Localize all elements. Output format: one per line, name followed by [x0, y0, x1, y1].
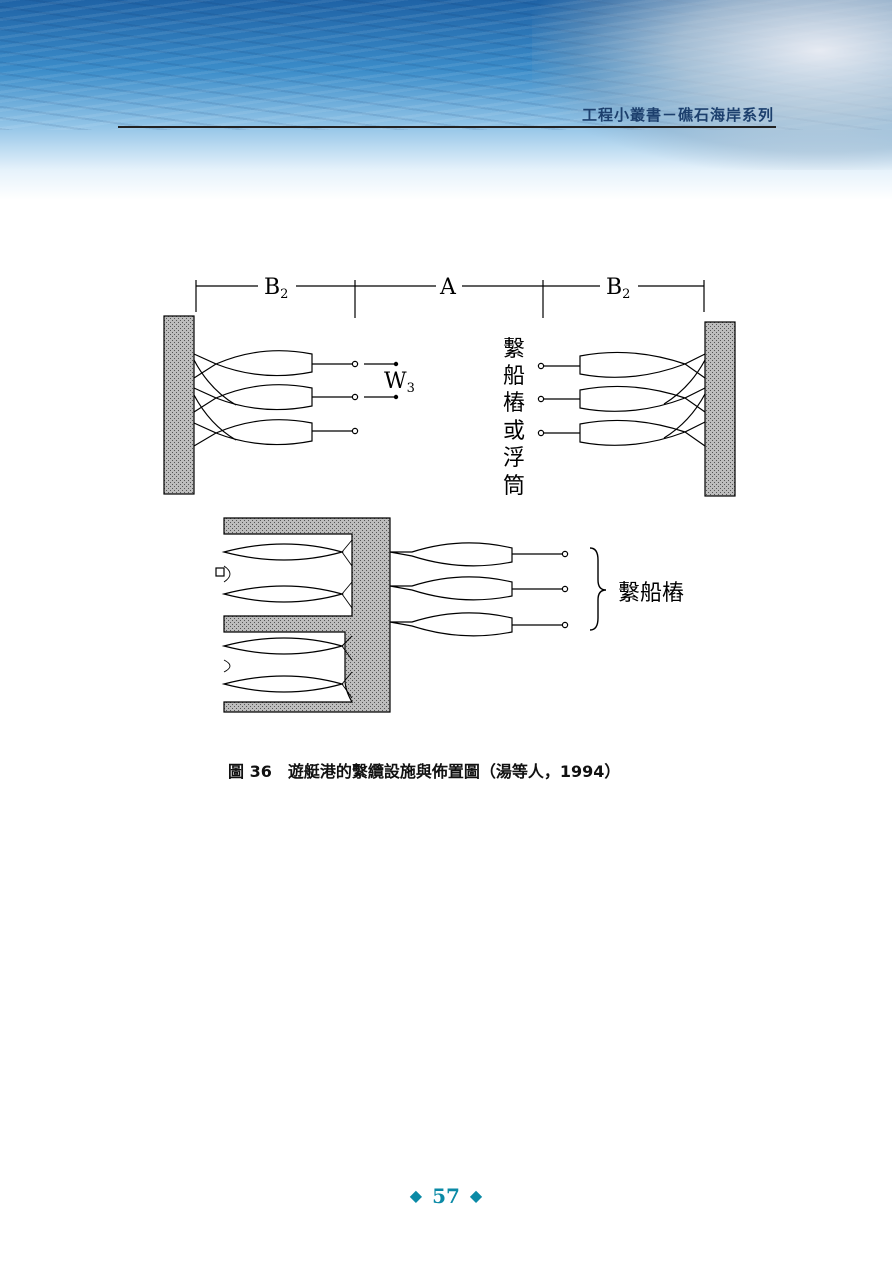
dimension-label-left: B2: [264, 275, 288, 302]
coast-rocks-image: [532, 0, 892, 170]
cleat-marker: [215, 567, 225, 577]
slip-lines: [223, 539, 353, 699]
page-number-text: 57: [432, 1184, 460, 1208]
w3-label-sub: 3: [407, 381, 415, 396]
w3-label: W3: [384, 369, 415, 396]
right-quay-wall: [704, 321, 736, 497]
left-quay-wall: [163, 315, 195, 495]
vertical-char: 繫: [503, 337, 525, 362]
diamond-icon: ◆: [469, 1186, 483, 1205]
figure-caption: 圖 36 遊艇港的繫纜設施與佈置圖（湯等人，1994）: [228, 762, 621, 781]
left-boats: [193, 350, 399, 447]
vertical-char: 樁: [503, 391, 525, 416]
vertical-char: 船: [503, 364, 525, 389]
diamond-icon: ◆: [409, 1186, 423, 1205]
vertical-char: 筒: [503, 474, 525, 499]
outer-piles: [561, 550, 569, 629]
vertical-char: 或: [503, 419, 525, 444]
header-rule: [118, 126, 776, 128]
dimension-label-right-sub: 2: [622, 287, 630, 302]
top-diagram: [163, 272, 736, 497]
page-number: ◆ 57 ◆: [396, 1184, 496, 1208]
pier-structure: [223, 517, 391, 713]
bottom-diagram: [215, 517, 607, 713]
brace: [589, 547, 607, 631]
dimension-label-center: A: [439, 275, 457, 300]
vertical-char: 浮: [503, 446, 525, 471]
series-title: 工程小叢書－礁石海岸系列: [581, 106, 774, 124]
pile-label: 繫船樁: [618, 581, 684, 606]
vertical-label: 繫 船 樁 或 浮 筒: [503, 337, 525, 499]
dimension-label-left-sub: 2: [280, 287, 288, 302]
right-boats: [537, 351, 706, 447]
dimension-label-right: B2: [606, 275, 630, 302]
outer-lines: [512, 553, 562, 626]
header-sea-banner: [0, 0, 892, 200]
outer-boats: [389, 542, 513, 637]
slip-boats: [221, 543, 345, 693]
